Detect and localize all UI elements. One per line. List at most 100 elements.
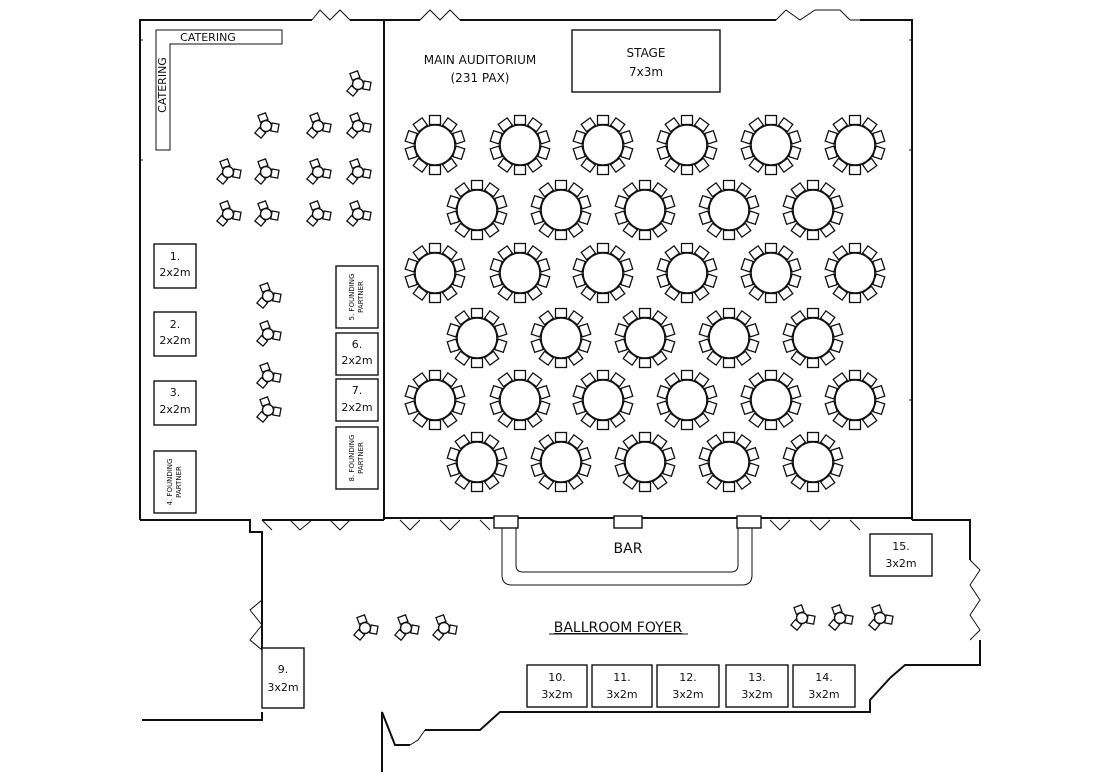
foyer-left-wall [142, 600, 263, 721]
round-table [740, 369, 802, 431]
door-top-mid [419, 9, 461, 21]
auditorium-wall [384, 19, 913, 520]
seating-layer [215, 70, 894, 642]
booth-size: 3x2m [808, 688, 839, 701]
wall-jogs [140, 39, 912, 401]
round-table [782, 307, 844, 369]
booth-number: 14. [815, 671, 833, 684]
round-table [404, 369, 466, 431]
booth-number: 2. [170, 318, 181, 331]
cocktail-table [345, 200, 372, 228]
booth-number: 8. FOUNDING [348, 435, 356, 482]
booth-number: 5. FOUNDING [348, 274, 356, 321]
round-table [614, 431, 676, 493]
catering-counter: CATERING CATERING [155, 29, 283, 151]
round-table [446, 307, 508, 369]
round-table [698, 307, 760, 369]
left-room-bottom-wall [140, 519, 263, 600]
cocktail-table [255, 320, 282, 348]
round-table [530, 179, 592, 241]
foyer-bottom-door [409, 729, 426, 746]
round-table [446, 431, 508, 493]
booth-size: 2x2m [159, 266, 190, 279]
round-table [656, 242, 718, 304]
booth-number: 4. FOUNDING [166, 459, 174, 506]
cocktail-table [305, 200, 332, 228]
booth-size: 3x2m [741, 688, 772, 701]
booth-2[interactable]: 2. 2x2m [153, 311, 197, 357]
booth-size: 2x2m [341, 401, 372, 414]
booth-number: 10. [548, 671, 566, 684]
booth-9[interactable]: 9. 3x2m [261, 647, 305, 709]
cocktail-table [345, 70, 372, 98]
booth-size: 3x2m [606, 688, 637, 701]
round-table [824, 114, 886, 176]
catering-side-label: CATERING [156, 57, 169, 113]
booth-size: PARTNER [357, 442, 365, 474]
cocktail-table [255, 282, 282, 310]
booth-size: 3x2m [885, 557, 916, 570]
booth-number: 11. [613, 671, 631, 684]
round-table [572, 114, 634, 176]
booth-number: 13. [748, 671, 766, 684]
cocktail-table [827, 604, 854, 632]
round-table [740, 242, 802, 304]
booth-12[interactable]: 12. 3x2m [656, 664, 720, 708]
ballroom-foyer-label: BALLROOM FOYER [554, 620, 683, 636]
cocktail-table [393, 614, 420, 642]
booth-14[interactable]: 14. 3x2m [792, 664, 856, 708]
cocktail-table [345, 158, 372, 186]
booth-number: 12. [679, 671, 697, 684]
cocktail-table [253, 200, 280, 228]
round-table [614, 179, 676, 241]
booth-7[interactable]: 7. 2x2m [335, 378, 379, 422]
cocktail-table [305, 112, 332, 140]
auditorium-capacity: (231 PAX) [451, 71, 510, 85]
booth-size: 2x2m [341, 354, 372, 367]
booth-1[interactable]: 1. 2x2m [153, 243, 197, 289]
booth-4[interactable]: 4. FOUNDING PARTNER [153, 450, 197, 514]
door-top-right [775, 9, 860, 21]
booth-5[interactable]: 5. FOUNDING PARTNER [335, 265, 379, 329]
cocktail-table [431, 614, 458, 642]
stage-size: 7x3m [629, 65, 663, 79]
booth-13[interactable]: 13. 3x2m [725, 664, 789, 708]
cocktail-table [352, 614, 379, 642]
foyer-right-door [969, 559, 981, 641]
booth-11[interactable]: 11. 3x2m [591, 664, 653, 708]
booth-number: 1. [170, 250, 181, 263]
booth-3[interactable]: 3. 2x2m [153, 380, 197, 426]
round-table [656, 114, 718, 176]
round-table [404, 114, 466, 176]
booth-size: 3x2m [672, 688, 703, 701]
round-table [530, 307, 592, 369]
cocktail-table [255, 396, 282, 424]
round-table [572, 242, 634, 304]
booth-size: PARTNER [175, 466, 183, 498]
round-table [404, 242, 466, 304]
round-table [740, 114, 802, 176]
booth-size: 3x2m [267, 681, 298, 694]
round-table [530, 431, 592, 493]
cocktail-table [345, 112, 372, 140]
booth-number: 6. [352, 338, 363, 351]
round-table [698, 179, 760, 241]
round-table [489, 369, 551, 431]
booth-number: 15. [892, 540, 910, 553]
booth-8[interactable]: 8. FOUNDING PARTNER [335, 426, 379, 490]
stage: STAGE 7x3m [571, 29, 721, 93]
round-table [572, 369, 634, 431]
booth-size: 2x2m [159, 334, 190, 347]
auditorium-title: MAIN AUDITORIUM [424, 53, 536, 67]
round-table [824, 242, 886, 304]
booth-6[interactable]: 6. 2x2m [335, 332, 379, 376]
round-table [656, 369, 718, 431]
booth-15[interactable]: 15. 3x2m [869, 533, 933, 577]
round-table [614, 307, 676, 369]
building-walls [139, 9, 981, 772]
door-top-left [311, 9, 351, 21]
foyer-right-wall [889, 519, 981, 679]
booth-10[interactable]: 10. 3x2m [526, 664, 588, 708]
bar-label: BAR [614, 541, 643, 557]
